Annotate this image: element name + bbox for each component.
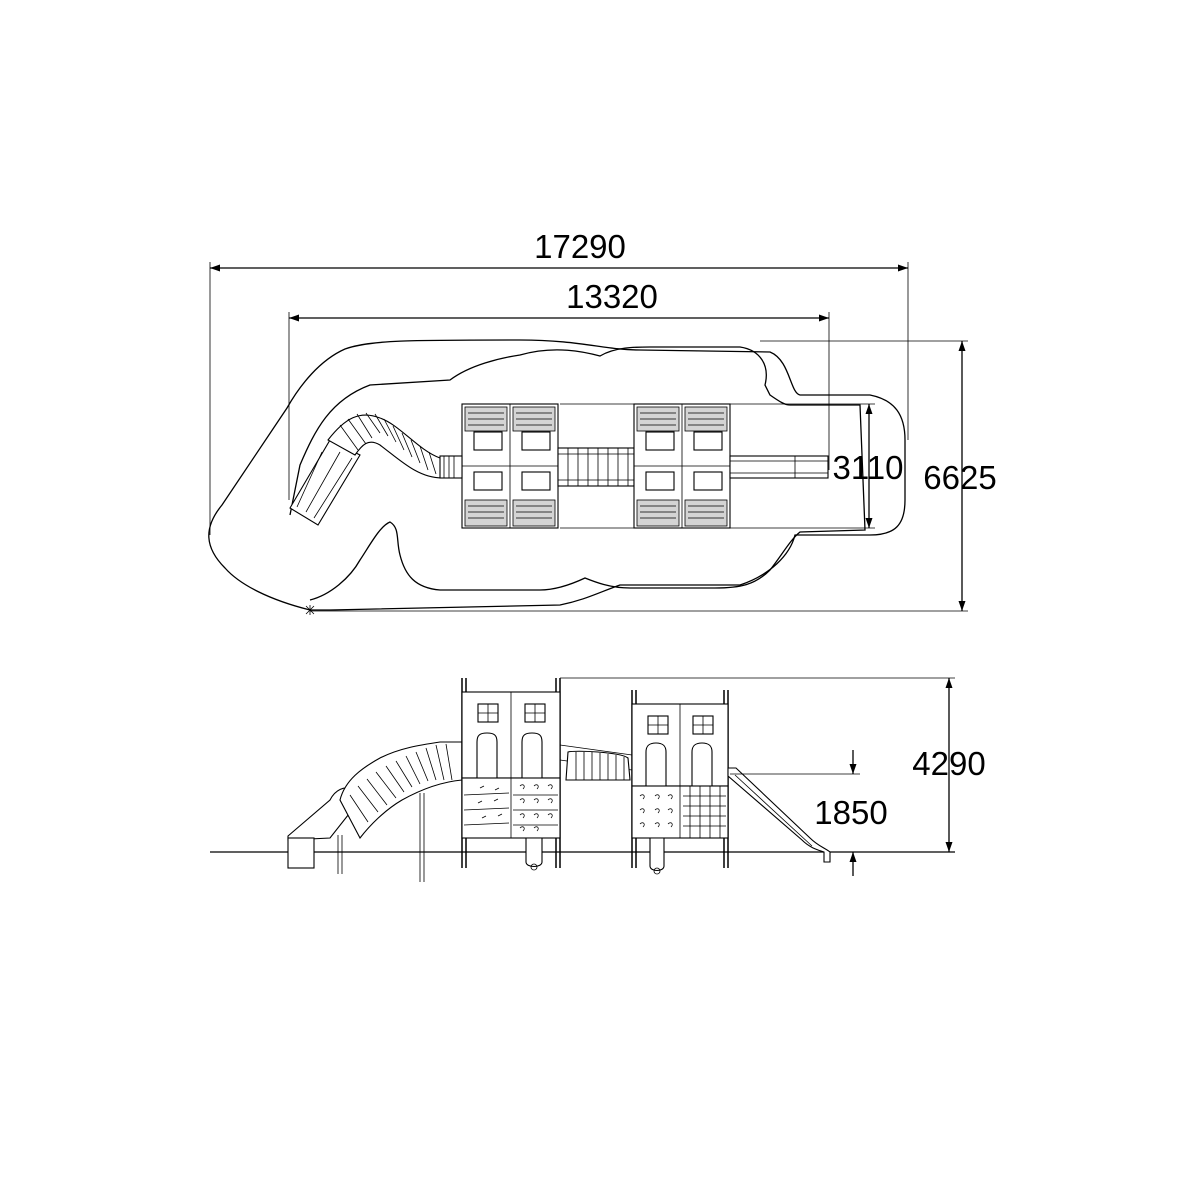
straight-slide-plan bbox=[729, 455, 829, 479]
bridge-side bbox=[559, 744, 633, 781]
straight-slide-side bbox=[727, 767, 831, 863]
tube-slide-side bbox=[287, 741, 463, 882]
dim-total-height: 4290 bbox=[560, 677, 986, 852]
bridge-plan bbox=[557, 447, 635, 487]
right-tower-plan bbox=[633, 403, 731, 529]
left-tower-side bbox=[461, 678, 561, 871]
dim-equipment-width-label: 3110 bbox=[833, 449, 904, 486]
dim-equipment-length: 13320 bbox=[288, 278, 830, 500]
dim-total-height-label: 4290 bbox=[912, 745, 985, 782]
dim-equipment-length-label: 13320 bbox=[566, 278, 658, 315]
dim-equipment-width: 3110 bbox=[560, 403, 904, 529]
dim-platform-height-label: 1850 bbox=[814, 794, 887, 831]
dim-overall-length-label: 17290 bbox=[534, 228, 626, 265]
dim-overall-width: 6625 bbox=[305, 340, 997, 615]
tube-slide-plan bbox=[289, 412, 443, 526]
right-tower-side bbox=[631, 690, 729, 875]
side-elevation: 4290 1850 bbox=[210, 677, 986, 882]
inner-safety-zone bbox=[289, 346, 866, 601]
outer-safety-zone bbox=[208, 339, 906, 611]
dim-overall-length: 17290 bbox=[209, 228, 909, 535]
plan-view: 17290 13320 3110 6625 bbox=[208, 228, 997, 615]
left-tower-plan bbox=[439, 403, 559, 529]
dim-platform-height: 1850 bbox=[730, 750, 888, 876]
dim-overall-width-label: 6625 bbox=[923, 459, 996, 496]
